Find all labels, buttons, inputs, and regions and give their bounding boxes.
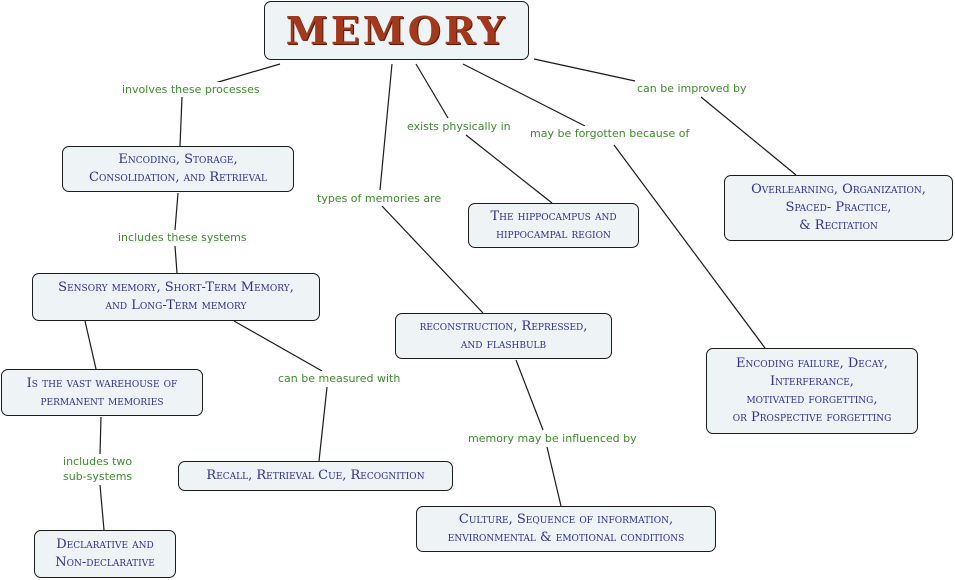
link-label-improved: can be improved by <box>636 81 748 96</box>
edge-influenced-culture <box>546 446 562 507</box>
concept-root-memory[interactable]: MEMORY <box>264 1 529 60</box>
concept-forgetting[interactable]: Encoding failure, Decay, Interferance, m… <box>706 348 918 434</box>
edge-warehouse-subsystems <box>99 416 102 455</box>
edge-root-forgotten <box>462 63 586 127</box>
concept-memory-types[interactable]: reconstruction, Repressed, and flashbulb <box>395 313 612 359</box>
edge-subsystems-declarative <box>99 484 105 531</box>
edge-root-improved <box>533 58 636 82</box>
edge-includes-systems <box>174 245 178 274</box>
link-label-includes-systems: includes these systems <box>117 230 248 245</box>
concept-long-term-warehouse[interactable]: Is the vast warehouse of permanent memor… <box>1 369 203 416</box>
edge-forgotten-forget <box>613 144 766 349</box>
concept-processes[interactable]: Encoding, Storage, Consolidation, and Re… <box>62 146 294 192</box>
link-label-involves: involves these processes <box>121 82 261 97</box>
edge-systems-warehouse <box>84 320 97 370</box>
concept-measures[interactable]: Recall, Retrieval Cue, Recognition <box>178 461 453 491</box>
link-label-sub-systems: includes two sub-systems <box>62 454 134 484</box>
edge-reconstruction-influenced <box>515 359 544 431</box>
concept-improvement[interactable]: Overlearning, Organization, Spaced- Prac… <box>724 175 953 241</box>
link-label-types: types of memories are <box>316 191 443 206</box>
link-label-influenced: memory may be influenced by <box>467 431 638 446</box>
edge-root-exists <box>415 63 449 119</box>
edge-measured-recall <box>318 386 328 462</box>
edge-types-reconstruction <box>381 205 484 314</box>
edge-involves-processes <box>179 96 183 147</box>
link-label-forgotten: may be forgotten because of <box>529 126 691 141</box>
link-label-measured: can be measured with <box>277 371 402 386</box>
edge-root-involves <box>214 63 281 84</box>
concept-sub-systems[interactable]: Declarative and Non-declarative <box>34 530 176 578</box>
concept-influences[interactable]: Culture, Sequence of information, enviro… <box>416 506 716 552</box>
edge-processes-includes <box>174 192 179 231</box>
link-label-exists: exists physically in <box>406 119 512 134</box>
edge-systems-measured <box>233 320 323 372</box>
edge-root-types <box>379 63 393 191</box>
concept-memory-systems[interactable]: Sensory memory, Short-Term Memory, and L… <box>32 273 320 321</box>
edge-exists-hippocampus <box>465 134 553 204</box>
edge-improved-improve <box>700 96 797 176</box>
concept-hippocampus[interactable]: The hippocampus and hippocampal region <box>468 203 639 248</box>
